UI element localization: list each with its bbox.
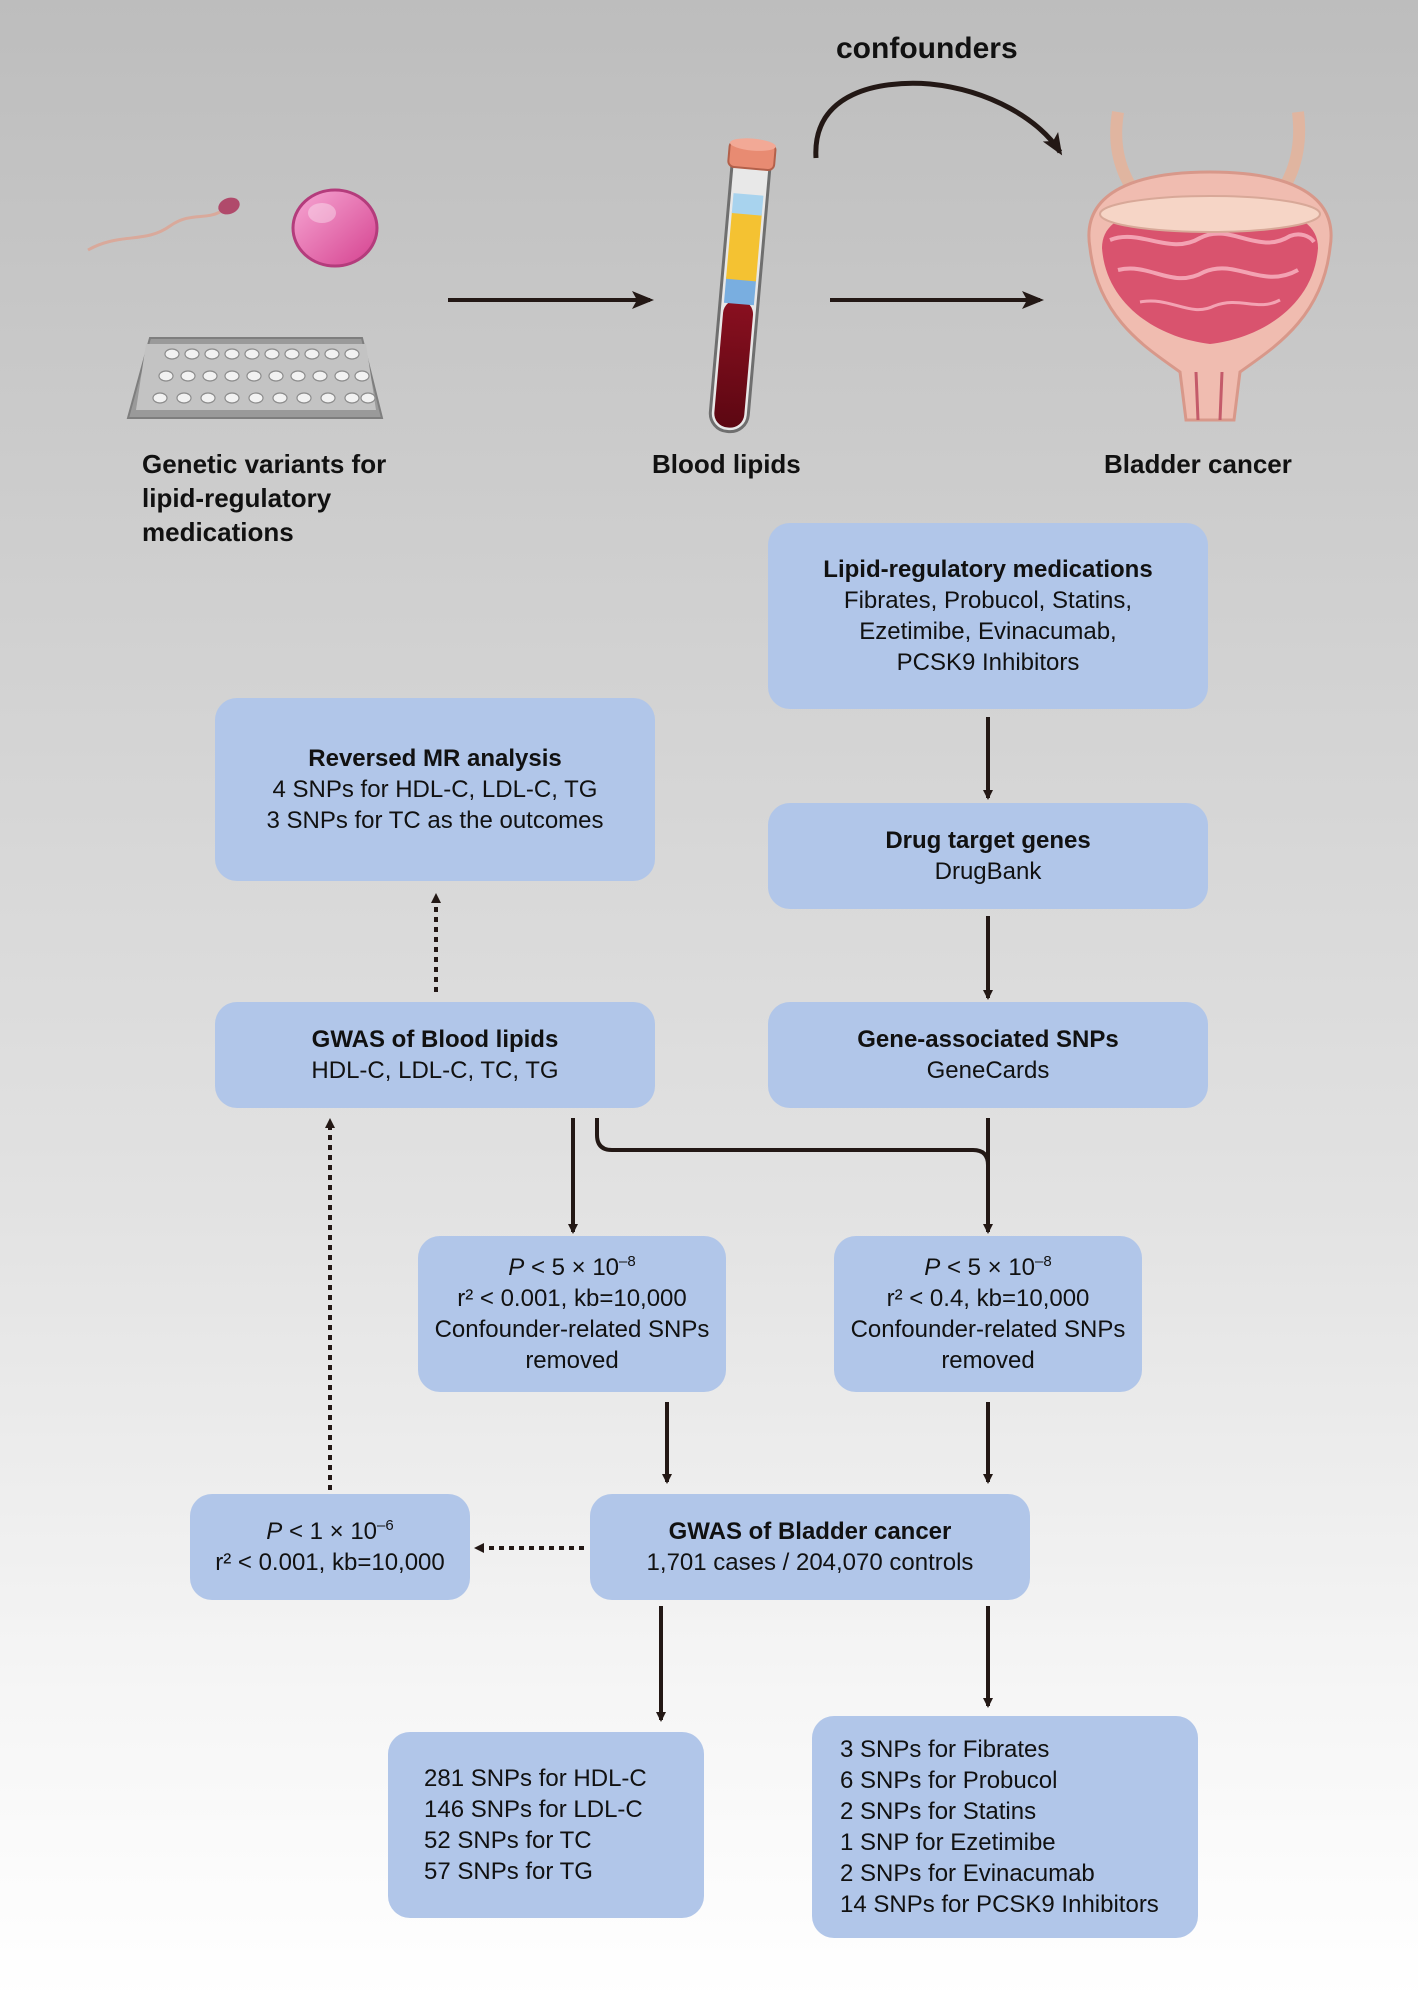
connector-lipids-to-filter-genes [595, 1118, 990, 1166]
result-meds-line-4: 1 SNP for Ezetimibe [840, 1829, 1056, 1856]
sperm-icon [87, 197, 240, 252]
reversed-mr-title: Reversed MR analysis [308, 745, 562, 772]
exposure-label: Genetic variants for lipid-regulatory me… [142, 447, 386, 549]
drug-target-genes-box: Drug target genes DrugBank [768, 803, 1208, 909]
gwas-bladder-cancer-sample: 1,701 cases / 204,070 controls [646, 1549, 974, 1576]
reversed-mr-box: Reversed MR analysis 4 SNPs for HDL-C, L… [215, 698, 655, 881]
gwas-bladder-cancer-box: GWAS of Bladder cancer 1,701 cases / 204… [590, 1494, 1030, 1600]
filter-reverse-pvalue: P < 1 × 10–6 [266, 1516, 393, 1547]
lipid-medications-line-2: Ezetimibe, Evinacumab, [859, 618, 1117, 645]
reversed-mr-line-1: 4 SNPs for HDL-C, LDL-C, TG [272, 776, 598, 803]
result-lipids-box: 281 SNPs for HDL-C 146 SNPs for LDL-C 52… [388, 1732, 704, 1918]
filter-lipids-pvalue: P < 5 × 10–8 [508, 1252, 635, 1283]
filter-lipids-p-text: < 5 × 10 [524, 1254, 620, 1281]
lipid-medications-box: Lipid-regulatory medications Fibrates, P… [768, 523, 1208, 709]
filter-lipids-p-symbol: P [508, 1254, 525, 1281]
drug-target-genes-title: Drug target genes [885, 827, 1091, 854]
lipid-medications-line-1: Fibrates, Probucol, Statins, [843, 587, 1133, 614]
result-lipids-line-4: 57 SNPs for TG [424, 1858, 593, 1885]
dotted-arrows [325, 893, 584, 1553]
outcome-label: Bladder cancer [1104, 449, 1292, 479]
gwas-blood-lipids-traits: HDL-C, LDL-C, TC, TG [311, 1057, 559, 1084]
gene-associated-snps-title: Gene-associated SNPs [857, 1026, 1119, 1053]
filter-reverse-box: P < 1 × 10–6 r² < 0.001, kb=10,000 [190, 1494, 470, 1600]
exposure-label-line-2: lipid-regulatory [142, 483, 332, 513]
result-meds-line-1: 3 SNPs for Fibrates [840, 1736, 1050, 1763]
egg-cell-icon [291, 188, 379, 268]
result-meds-line-2: 6 SNPs for Probucol [840, 1767, 1058, 1794]
exposure-label-line-1: Genetic variants for [142, 449, 387, 479]
filter-genes-pvalue: P < 5 × 10–8 [924, 1252, 1051, 1283]
result-lipids-line-3: 52 SNPs for TC [424, 1827, 592, 1854]
filter-lipids-line-2: Confounder-related SNPs [434, 1316, 710, 1343]
gene-associated-snps-source: GeneCards [926, 1057, 1050, 1084]
result-meds-line-6: 14 SNPs for PCSK9 Inhibitors [840, 1891, 1159, 1918]
filter-genes-p-symbol: P [924, 1254, 941, 1281]
gene-associated-snps-box: Gene-associated SNPs GeneCards [768, 1002, 1208, 1108]
lipid-medications-title: Lipid-regulatory medications [823, 556, 1153, 583]
filter-genes-box: P < 5 × 10–8 r² < 0.4, kb=10,000 Confoun… [834, 1236, 1142, 1392]
lipid-medications-line-3: PCSK9 Inhibitors [896, 649, 1080, 676]
filter-reverse-p-symbol: P [266, 1518, 283, 1545]
pill-blister-icon [126, 337, 384, 419]
result-lipids-line-2: 146 SNPs for LDL-C [424, 1796, 643, 1823]
filter-reverse-p-text: < 1 × 10 [282, 1518, 378, 1545]
filter-genes-line-1: r² < 0.4, kb=10,000 [886, 1285, 1090, 1312]
exposure-label-line-3: medications [142, 517, 294, 547]
bladder-icon [1087, 111, 1333, 422]
filter-genes-p-exp: –8 [1035, 1253, 1052, 1270]
drug-target-genes-source: DrugBank [934, 858, 1042, 885]
flow-arrows [568, 717, 993, 1722]
filter-genes-line-2: Confounder-related SNPs [850, 1316, 1126, 1343]
filter-genes-line-3: removed [941, 1347, 1035, 1374]
filter-genes-p-text: < 5 × 10 [940, 1254, 1036, 1281]
gwas-bladder-cancer-title: GWAS of Bladder cancer [668, 1518, 952, 1545]
result-meds-box: 3 SNPs for Fibrates 6 SNPs for Probucol … [812, 1716, 1198, 1938]
result-meds-line-5: 2 SNPs for Evinacumab [840, 1860, 1095, 1887]
mediator-label: Blood lipids [652, 449, 801, 479]
result-meds-line-3: 2 SNPs for Statins [840, 1798, 1037, 1825]
filter-reverse-p-exp: –6 [377, 1517, 394, 1534]
gwas-blood-lipids-box: GWAS of Blood lipids HDL-C, LDL-C, TC, T… [215, 1002, 655, 1108]
confounders-label: confounders [836, 32, 1018, 65]
filter-reverse-line-1: r² < 0.001, kb=10,000 [215, 1549, 445, 1576]
filter-lipids-p-exp: –8 [619, 1253, 636, 1270]
filter-lipids-line-1: r² < 0.001, kb=10,000 [457, 1285, 687, 1312]
filter-lipids-line-3: removed [525, 1347, 619, 1374]
blood-tube-icon [708, 138, 777, 434]
confounders-arrow [813, 80, 1063, 159]
filter-lipids-box: P < 5 × 10–8 r² < 0.001, kb=10,000 Confo… [418, 1236, 726, 1392]
reversed-mr-line-2: 3 SNPs for TC as the outcomes [266, 807, 604, 834]
gwas-blood-lipids-title: GWAS of Blood lipids [311, 1026, 559, 1053]
result-lipids-line-1: 281 SNPs for HDL-C [424, 1765, 647, 1792]
